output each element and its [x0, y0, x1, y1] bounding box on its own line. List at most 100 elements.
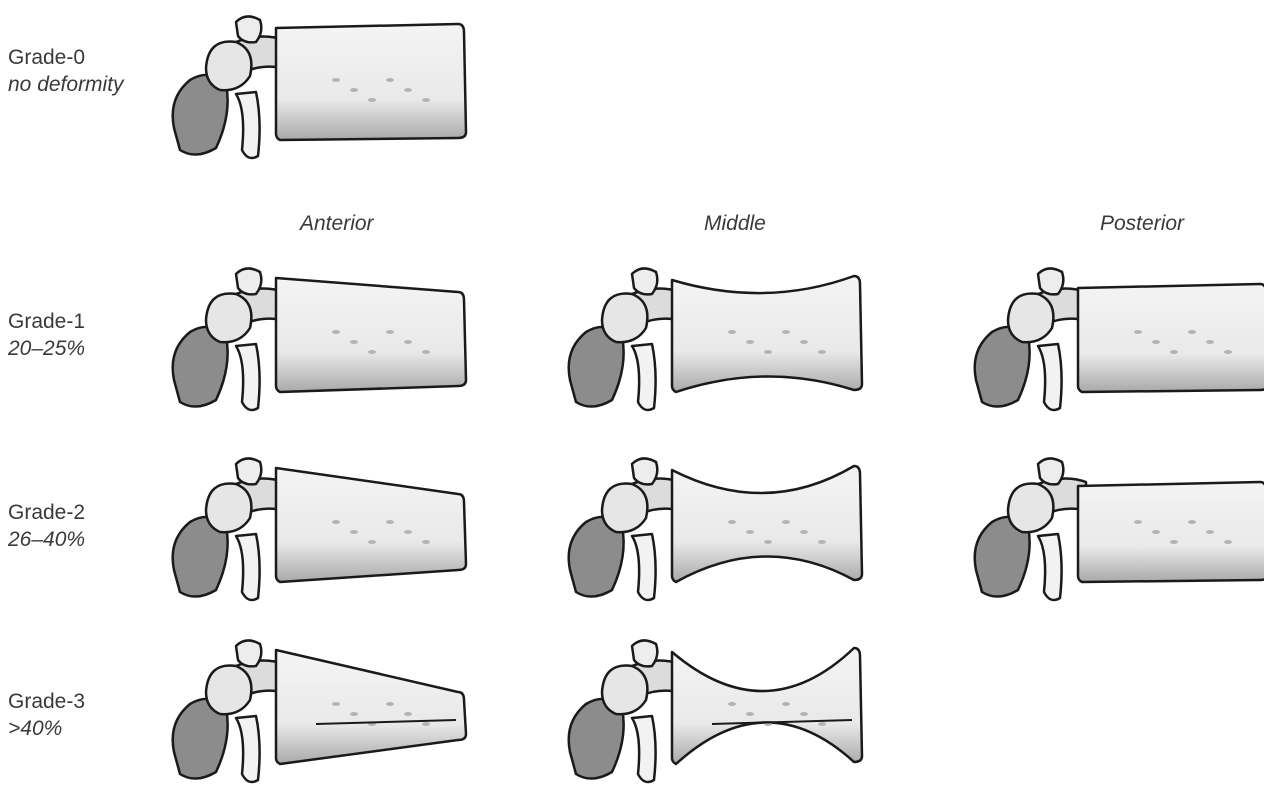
vertebral-body: [276, 468, 466, 582]
superior-articular-process: [1008, 484, 1053, 533]
bone-texture: [332, 520, 340, 524]
bone-texture: [728, 330, 736, 334]
bone-texture: [332, 330, 340, 334]
spinous-process: [1038, 344, 1062, 410]
spinous-process: [236, 716, 260, 782]
superior-articular-process: [206, 294, 251, 343]
superior-articular-process: [602, 666, 647, 715]
grade-description: 26–40%: [8, 526, 85, 553]
bone-texture: [332, 702, 340, 706]
bone-texture: [404, 530, 412, 534]
bone-texture: [350, 530, 358, 534]
bone-texture: [818, 722, 826, 726]
bone-texture: [782, 520, 790, 524]
process-knob: [236, 458, 261, 484]
bone-texture: [332, 78, 340, 82]
superior-articular-process: [1008, 294, 1053, 343]
vertebra-grade-3-anterior: [166, 634, 476, 789]
vertebra-grade-1-anterior: [166, 262, 476, 417]
grade-description: no deformity: [8, 71, 124, 98]
bone-texture: [386, 702, 394, 706]
bone-texture: [764, 540, 772, 544]
bone-texture: [1170, 350, 1178, 354]
spinous-process: [236, 534, 260, 600]
grade-title: Grade-3: [8, 690, 85, 713]
bone-texture: [368, 540, 376, 544]
bone-texture: [728, 520, 736, 524]
bone-texture: [800, 530, 808, 534]
bone-texture: [818, 350, 826, 354]
bone-texture: [368, 350, 376, 354]
bone-texture: [818, 540, 826, 544]
bone-texture: [386, 78, 394, 82]
row-label-grade-0: Grade-0 no deformity: [8, 44, 124, 98]
vertebra-grade-1-posterior: [968, 262, 1264, 417]
bone-texture: [1152, 340, 1160, 344]
bone-texture: [800, 712, 808, 716]
spinous-process: [632, 344, 656, 410]
bone-texture: [1134, 520, 1142, 524]
bone-texture: [386, 520, 394, 524]
bone-texture: [746, 530, 754, 534]
grade-description: >40%: [8, 715, 85, 742]
grade-title: Grade-1: [8, 310, 85, 333]
bone-texture: [350, 712, 358, 716]
bone-texture: [800, 340, 808, 344]
bone-texture: [386, 330, 394, 334]
vertebral-body: [672, 276, 862, 392]
vertebral-body: [1078, 482, 1264, 582]
bone-texture: [350, 340, 358, 344]
bone-texture: [764, 350, 772, 354]
column-header-middle: Middle: [704, 212, 766, 236]
process-knob: [632, 268, 657, 294]
bone-texture: [746, 712, 754, 716]
vertebral-body: [1078, 284, 1264, 392]
superior-articular-process: [206, 666, 251, 715]
bone-texture: [728, 702, 736, 706]
column-header-posterior: Posterior: [1100, 212, 1184, 236]
process-knob: [632, 640, 657, 666]
process-knob: [236, 16, 261, 42]
spinous-process: [236, 344, 260, 410]
process-knob: [1038, 458, 1063, 484]
spinous-process: [1038, 534, 1062, 600]
bone-texture: [350, 88, 358, 92]
bone-texture: [404, 88, 412, 92]
vertebra-grade-3-middle: [562, 634, 872, 789]
bone-texture: [1188, 520, 1196, 524]
vertebra-grade-2-posterior: [968, 452, 1264, 607]
vertebra-grade-2-middle: [562, 452, 872, 607]
vertebral-body: [672, 648, 862, 764]
superior-articular-process: [602, 484, 647, 533]
vertebral-body: [276, 24, 466, 140]
bone-texture: [1224, 350, 1232, 354]
vertebra-grade-0: [166, 10, 476, 165]
bone-texture: [422, 540, 430, 544]
bone-texture: [404, 340, 412, 344]
grade-title: Grade-2: [8, 501, 85, 524]
superior-articular-process: [206, 484, 251, 533]
bone-texture: [1170, 540, 1178, 544]
grade-description: 20–25%: [8, 335, 85, 362]
vertebral-body: [672, 466, 862, 582]
spinous-process: [236, 92, 260, 158]
row-label-grade-1: Grade-1 20–25%: [8, 308, 85, 362]
superior-articular-process: [602, 294, 647, 343]
bone-texture: [422, 722, 430, 726]
bone-texture: [1206, 530, 1214, 534]
bone-texture: [404, 712, 412, 716]
bone-texture: [1152, 530, 1160, 534]
vertebra-grade-2-anterior: [166, 452, 476, 607]
row-label-grade-3: Grade-3 >40%: [8, 688, 85, 742]
spinous-process: [632, 716, 656, 782]
bone-texture: [1206, 340, 1214, 344]
spinous-process: [632, 534, 656, 600]
superior-articular-process: [206, 42, 251, 91]
bone-texture: [1188, 330, 1196, 334]
bone-texture: [782, 330, 790, 334]
grade-title: Grade-0: [8, 46, 85, 69]
bone-texture: [1224, 540, 1232, 544]
row-label-grade-2: Grade-2 26–40%: [8, 499, 85, 553]
process-knob: [236, 268, 261, 294]
column-header-anterior: Anterior: [300, 212, 374, 236]
